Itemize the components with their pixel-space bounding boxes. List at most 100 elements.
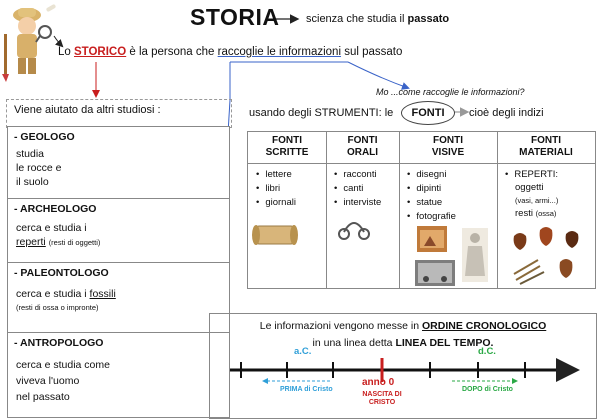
list-fonti-visive: disegni dipinti statue fotografie	[407, 168, 456, 224]
anno-zero: anno 0	[362, 377, 395, 388]
timeline-line-2-prefix: in una linea detta	[312, 337, 393, 349]
fossili-note: (resti di ossa o impronte)	[16, 303, 99, 312]
archeologo-line-2: reperti (resti di oggetti)	[16, 235, 100, 250]
role-paleontologo: - PALEONTOLOGO	[14, 267, 109, 279]
page-title: STORIA	[190, 4, 280, 30]
resti-word: resti	[515, 208, 533, 219]
geologo-line-1: studia	[16, 148, 45, 160]
fossili-word: fossili	[89, 288, 116, 300]
geologo-line-2: le rocce e	[16, 162, 62, 174]
col-fonti-materiali: FONTI MATERIALI REPERTI: oggetti (vasi, …	[497, 132, 595, 288]
header-line-1: FONTI	[433, 135, 463, 146]
list-item: giornali	[256, 196, 296, 210]
title-definition: scienza che studia il passato	[306, 13, 449, 25]
definition-prefix: scienza che studia il	[306, 13, 405, 25]
reperti-word: reperti	[16, 236, 46, 248]
panel-antropologo: - ANTROPOLOGO cerca e studia come viveva…	[7, 332, 230, 418]
storico-word: STORICO	[74, 46, 127, 58]
header-fonti-scritte: FONTI SCRITTE	[248, 132, 326, 164]
role-archeologo: - ARCHEOLOGO	[14, 203, 97, 215]
list-item: disegni	[407, 168, 456, 182]
list-item: REPERTI:	[505, 168, 558, 181]
list-fonti-orali: racconti canti interviste	[334, 168, 381, 210]
geologo-line-3: il suolo	[16, 176, 49, 188]
list-item: racconti	[334, 168, 381, 182]
nascita-line-2: CRISTO	[368, 399, 396, 406]
nascita-line-1: NASCITA DI	[362, 391, 402, 398]
helpers-heading: Viene aiutato da altri studiosi :	[14, 104, 161, 116]
ac-label: a.C.	[294, 346, 312, 357]
sentence-part-3: sul passato	[344, 46, 403, 58]
linea-del-tempo: LINEA DEL TEMPO.	[395, 337, 494, 349]
panel-archeologo: - ARCHEOLOGO cerca e studia i reperti (r…	[7, 198, 230, 264]
header-line-1: FONTI	[347, 135, 378, 146]
role-geologo: - GEOLOGO	[14, 131, 75, 143]
list-item: lettere	[256, 168, 296, 182]
paleo-line-1a: cerca e studia i	[16, 288, 87, 300]
nascita-di-cristo: NASCITA DI CRISTO	[358, 391, 406, 407]
list-item: libri	[256, 182, 296, 196]
antropologo-line-3: nel passato	[16, 391, 70, 403]
header-fonti-materiali: FONTI MATERIALI	[497, 132, 595, 164]
timeline-axis	[228, 358, 580, 384]
timeline-line-1-prefix: Le informazioni vengono messe in	[259, 320, 420, 332]
antropologo-line-2: viveva l'uomo	[16, 375, 80, 387]
header-line-1: FONTI	[531, 135, 561, 146]
artifacts-illustration	[513, 227, 579, 285]
header-fonti-visive: FONTI VISIVE	[399, 132, 497, 164]
list-item: statue	[407, 196, 456, 210]
geologo-text: studia le rocce e il suolo	[16, 147, 62, 189]
dopo-di-cristo: DOPO di Cristo	[462, 386, 513, 393]
antropologo-text: cerca e studia come viveva l'uomo nel pa…	[16, 357, 110, 405]
header-fonti-orali: FONTI ORALI	[326, 132, 399, 164]
list-item: resti (ossa)	[505, 207, 558, 220]
resti-note: (ossa)	[535, 209, 557, 218]
photograph-image	[415, 260, 455, 286]
header-line-2: VISIVE	[431, 147, 465, 158]
painting-image	[417, 226, 447, 252]
fonti-table: FONTI SCRITTE lettere libri giornali FON…	[247, 131, 596, 289]
list-item: dipinti	[407, 182, 456, 196]
reperti-note: (resti di oggetti)	[48, 238, 101, 247]
paleontologo-line-1: cerca e studia i fossili	[16, 287, 116, 301]
fonti-oval: FONTI	[401, 101, 455, 125]
prima-di-cristo: PRIMA di Cristo	[280, 386, 333, 393]
storico-sentence: Lo STORICO è la persona che raccoglie le…	[58, 46, 402, 58]
ordine-cronologico: ORDINE CRONOLOGICO	[422, 320, 547, 332]
statue-image	[462, 228, 488, 282]
list-fonti-scritte: lettere libri giornali	[256, 168, 296, 210]
col-fonti-visive: FONTI VISIVE disegni dipinti statue foto…	[399, 132, 498, 288]
header-line-2: SCRITTE	[265, 147, 309, 158]
paleontologo-text: cerca e studia i fossili (resti di ossa …	[16, 287, 116, 315]
raccoglie-phrase: raccoglie le informazioni	[217, 46, 342, 58]
header-line-1: FONTI	[272, 135, 302, 146]
list-item: fotografie	[407, 210, 456, 224]
antropologo-line-1: cerca e studia come	[16, 359, 110, 371]
question-text: Mo ...come raccoglie le informazioni?	[376, 87, 525, 97]
panel-paleontologo: - PALEONTOLOGO cerca e studia i fossili …	[7, 262, 230, 334]
sentence-part-1: Lo	[58, 46, 71, 58]
list-item-note: (vasi, armi...)	[515, 196, 559, 205]
header-line-2: MATERIALI	[519, 147, 573, 158]
col-fonti-orali: FONTI ORALI racconti canti interviste	[326, 132, 400, 288]
panel-geologo: - GEOLOGO studia le rocce e il suolo	[7, 126, 230, 200]
scroll-illustration	[252, 225, 298, 245]
timeline-line-2: in una linea detta LINEA DEL TEMPO.	[210, 337, 596, 349]
archeologo-text: cerca e studia i reperti (resti di ogget…	[16, 221, 100, 250]
col-fonti-scritte: FONTI SCRITTE lettere libri giornali	[248, 132, 327, 288]
archeologo-line-1: cerca e studia i	[16, 222, 87, 234]
explorer-illustration	[2, 4, 56, 82]
sentence-part-2: è la persona che	[129, 46, 215, 58]
indizi-text: cioè degli indizi	[469, 107, 544, 119]
headphones-icon	[338, 222, 370, 240]
timeline-box: Le informazioni vengono messe in ORDINE …	[209, 313, 597, 419]
role-antropologo: - ANTROPOLOGO	[14, 337, 104, 349]
timeline-line-1: Le informazioni vengono messe in ORDINE …	[210, 320, 596, 332]
list-item: canti	[334, 182, 381, 196]
definition-bold: passato	[407, 13, 450, 25]
list-fonti-materiali: REPERTI: oggetti (vasi, armi...) resti (…	[505, 168, 558, 220]
header-line-2: ORALI	[346, 147, 379, 158]
list-item: oggetti	[515, 182, 544, 193]
dc-label: d.C.	[478, 346, 496, 357]
list-item: interviste	[334, 196, 381, 210]
